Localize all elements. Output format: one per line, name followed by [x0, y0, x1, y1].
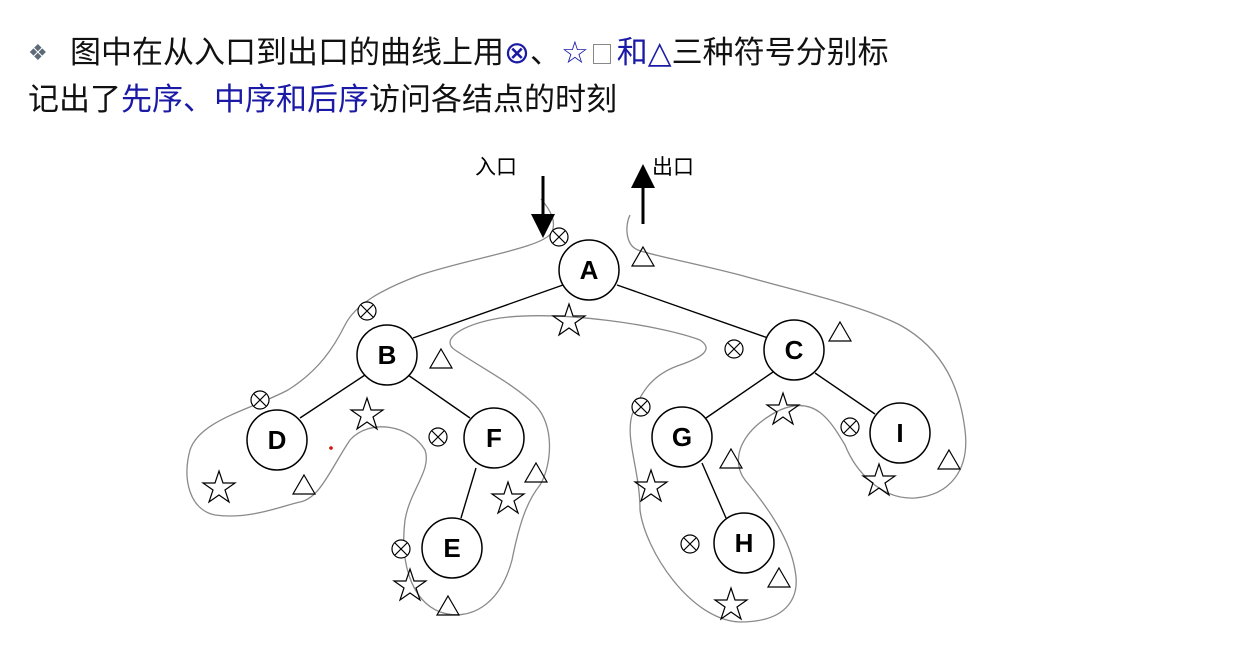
edge-b-f — [407, 374, 471, 419]
postorder-triangle-icon-c — [827, 320, 853, 342]
triangle-symbol: △ — [647, 35, 672, 71]
postorder-triangle-icon-d — [291, 473, 317, 495]
star-symbol: ☆ — [560, 35, 589, 71]
postorder-triangle-icon-b — [428, 347, 454, 369]
node-label-d: D — [268, 425, 287, 455]
node-d: D — [246, 409, 308, 471]
node-label-b: B — [378, 340, 397, 370]
edge-a-c — [616, 284, 769, 339]
edge-c-i — [814, 372, 876, 415]
inorder-star-icon-g — [633, 468, 669, 503]
node-label-e: E — [443, 533, 460, 563]
node-b: B — [356, 324, 418, 386]
postorder-triangle-icon-f — [523, 461, 549, 483]
exit-label: 出口 — [652, 155, 694, 179]
edge-a-b — [412, 284, 564, 339]
node-label-c: C — [785, 335, 804, 365]
preorder-cross-icon-i — [840, 417, 860, 437]
traversal-contour — [186, 198, 967, 623]
separator-2: 、 — [183, 82, 214, 118]
node-e: E — [421, 517, 483, 579]
preorder-markers — [250, 227, 860, 559]
cross-circle-symbol: ⊗ — [504, 35, 530, 71]
edge-c-g — [705, 371, 774, 419]
node-a: A — [558, 239, 620, 301]
line2-suffix: 访问各结点的时刻 — [369, 82, 617, 118]
preorder-cross-icon-e — [391, 539, 411, 559]
preorder-cross-icon-b — [357, 301, 377, 321]
bullet-icon: ❖ — [28, 41, 48, 66]
postorder-triangle-icon-a — [630, 245, 656, 267]
preorder-cross-icon-h — [680, 534, 700, 554]
node-c: C — [763, 319, 825, 381]
postorder-triangle-icon-h — [766, 566, 792, 588]
inorder-star-icon-f — [490, 480, 526, 515]
node-g: G — [651, 406, 713, 468]
node-f: F — [463, 407, 525, 469]
edge-b-d — [299, 374, 366, 419]
description-line-1: ❖ 图中在从入口到出口的曲线上用⊗、☆ 和△三种符号分别标 — [28, 30, 1238, 77]
preorder-cross-icon-g — [631, 397, 651, 417]
preorder-cross-icon-a — [549, 227, 569, 247]
inorder-star-icon-i — [861, 462, 897, 497]
postorder-triangle-icon-i — [936, 448, 962, 470]
inorder-star-icon-a — [551, 302, 587, 337]
postorder-triangle-icon-g — [718, 447, 744, 469]
line1-suffix: 三种符号分别标 — [671, 35, 889, 71]
description-text: ❖图中在从入口到出口的曲线上用⊗、☆和△三种符号分别标 记出了先序、中序和后序访… — [28, 30, 1238, 123]
inorder-star-icon-e — [392, 567, 428, 602]
red-dot-mark — [329, 446, 333, 450]
and-text-2: 和 — [276, 82, 307, 118]
inorder-text: 中序 — [214, 82, 276, 118]
line1-prefix: 图中在从入口到出口的曲线上用 — [70, 35, 504, 71]
edge-f-e — [460, 467, 477, 519]
inorder-star-icon-h — [713, 586, 749, 621]
inorder-star-icon-d — [201, 469, 237, 504]
entry-label: 入口 — [475, 155, 517, 179]
postorder-text: 后序 — [307, 82, 369, 118]
description-line-2: 记出了先序、中序和后序访问各结点的时刻 — [28, 77, 1238, 123]
box-glyph-icon — [592, 44, 611, 64]
preorder-text: 先序 — [121, 82, 183, 118]
preorder-cross-icon-c — [724, 339, 744, 359]
node-h: H — [713, 512, 775, 574]
node-i: I — [869, 402, 931, 464]
postorder-triangle-icon-e — [435, 594, 461, 616]
and-text: 和 — [616, 35, 648, 71]
node-label-i: I — [896, 418, 903, 448]
edge-g-h — [701, 462, 727, 519]
inorder-markers — [201, 302, 897, 621]
preorder-cross-icon-f — [428, 427, 448, 447]
node-label-g: G — [672, 422, 692, 452]
separator-1: 、 — [529, 35, 561, 71]
node-label-h: H — [735, 528, 754, 558]
inorder-star-icon-c — [765, 391, 801, 426]
line2-prefix: 记出了 — [28, 82, 121, 118]
tree-edges — [299, 284, 876, 519]
preorder-cross-icon-d — [250, 390, 270, 410]
inorder-star-icon-b — [349, 396, 385, 431]
postorder-markers — [291, 245, 962, 616]
node-label-f: F — [486, 423, 502, 453]
node-label-a: A — [580, 255, 599, 285]
